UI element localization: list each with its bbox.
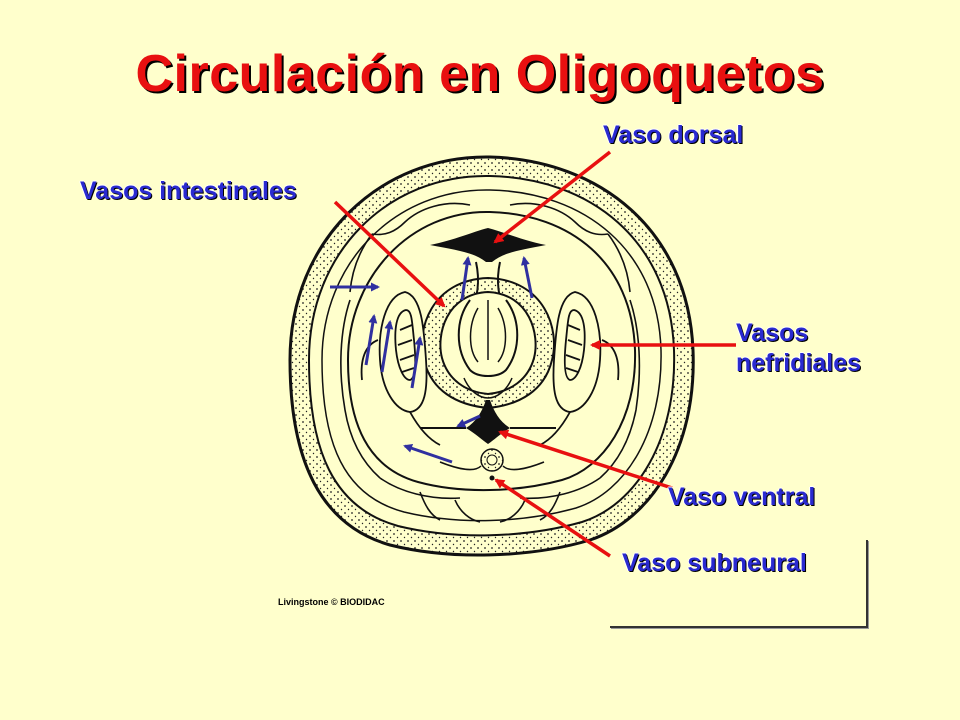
flow-arrow [460,256,472,301]
pointer-subneural [494,478,611,558]
pointer-ventral [498,429,673,490]
label-vaso-dorsal: Vaso dorsal [603,121,744,149]
flow-arrow [456,414,481,428]
nephridium-right [539,291,620,446]
image-credit: Livingstone © BIODIDAC [278,597,385,607]
label-vaso-subneural: Vaso subneural [622,549,807,577]
label-nefridiales-line-2: nefridiales [736,349,862,377]
flow-arrows [330,256,534,464]
flow-arrow [380,320,394,373]
pointer-dorsal [493,150,612,244]
flow-arrow [403,443,453,464]
flow-arrow [364,314,378,366]
segmental-vessels [340,202,641,523]
intestine [421,276,555,410]
label-vasos-nefridiales: Vasos nefridiales [736,318,861,378]
label-vasos-intestinales: Vasos intestinales [80,177,297,205]
label-nefridiales-line-1: Vasos [736,319,809,347]
flow-arrow [520,256,534,299]
pointer-lines [333,150,736,558]
nerve-cord [439,448,545,481]
pointer-intestinales [333,200,446,308]
flow-arrow [410,336,424,389]
credit-frame [610,540,868,628]
label-vaso-ventral: Vaso ventral [668,483,816,511]
slide-title: Circulación en Oligoquetos [135,45,825,103]
